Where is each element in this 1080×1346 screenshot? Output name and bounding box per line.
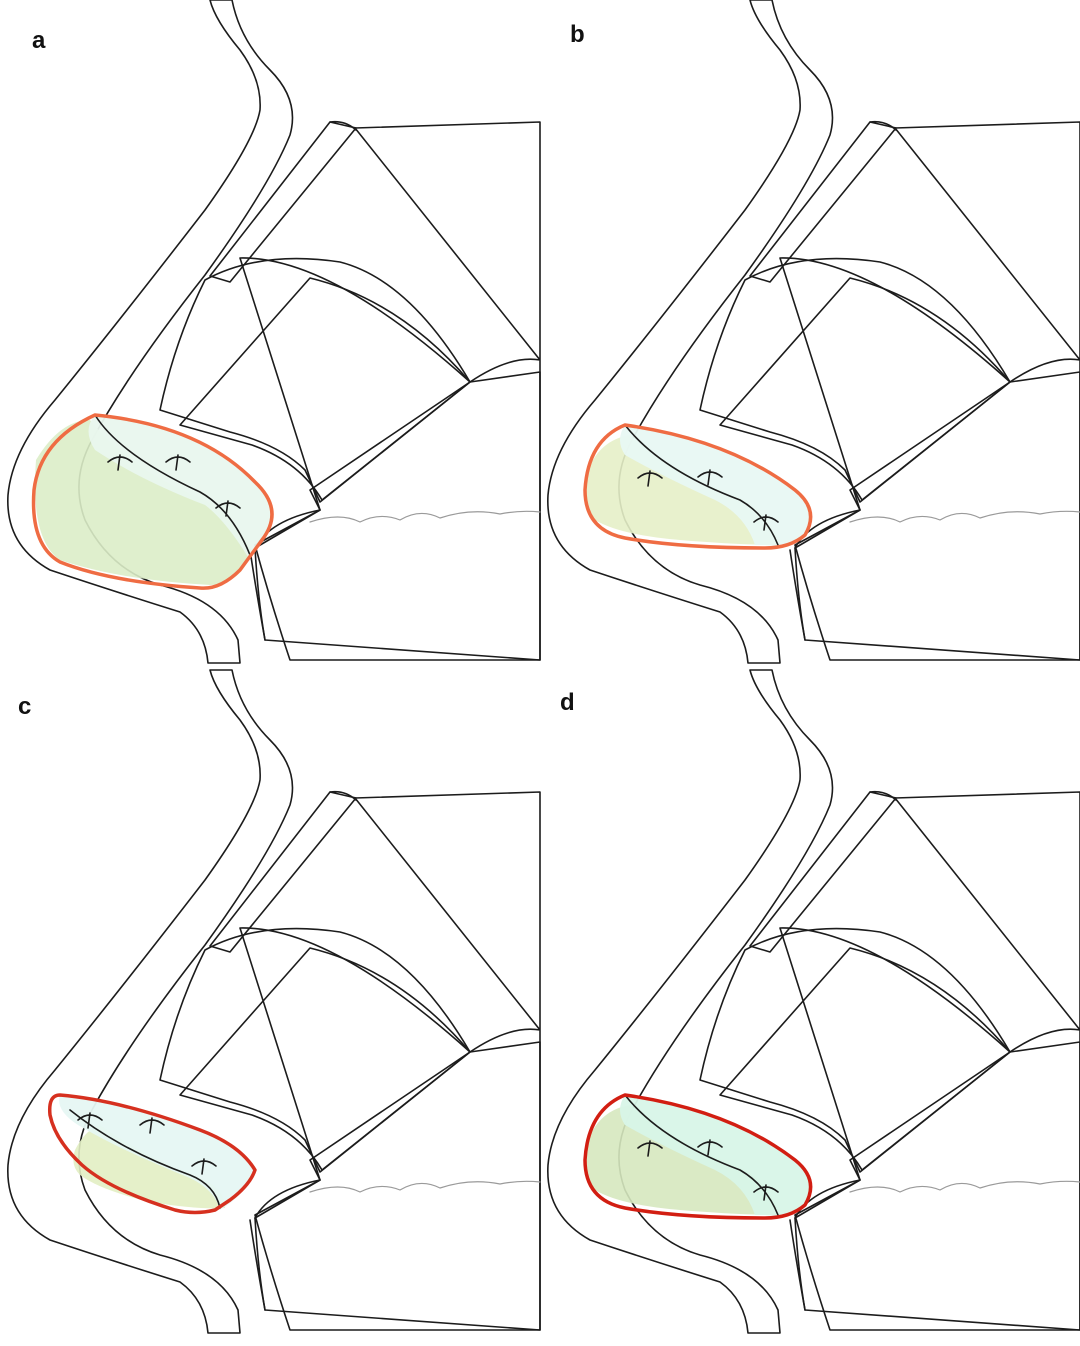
panel-label: d — [560, 689, 575, 716]
columella-edge — [790, 510, 1080, 640]
mucosa-patch — [180, 948, 470, 1170]
cartilage-graft — [585, 425, 811, 548]
panel-d: d — [548, 670, 1080, 1333]
columella-edge — [250, 1180, 540, 1310]
panel-a: a — [8, 0, 540, 663]
panel-c: c — [8, 670, 540, 1333]
panel-b: b — [548, 0, 1080, 663]
face-region — [210, 792, 540, 1330]
mucosa-patch — [720, 278, 1010, 500]
cartilage-graft — [50, 1095, 255, 1213]
face-region — [750, 792, 1080, 1330]
face-region — [210, 122, 540, 660]
panel-label: c — [18, 693, 31, 720]
nasal-skin — [8, 670, 293, 1333]
columella-edge — [250, 510, 540, 640]
face-region — [750, 122, 1080, 660]
nasal-skin — [548, 670, 833, 1333]
nasal-skin — [548, 0, 833, 663]
panel-label: b — [570, 21, 585, 48]
mucosa-patch — [720, 948, 1010, 1170]
columella-edge — [790, 1180, 1080, 1310]
panel-label: a — [32, 27, 46, 54]
cartilage-graft — [585, 1095, 811, 1218]
